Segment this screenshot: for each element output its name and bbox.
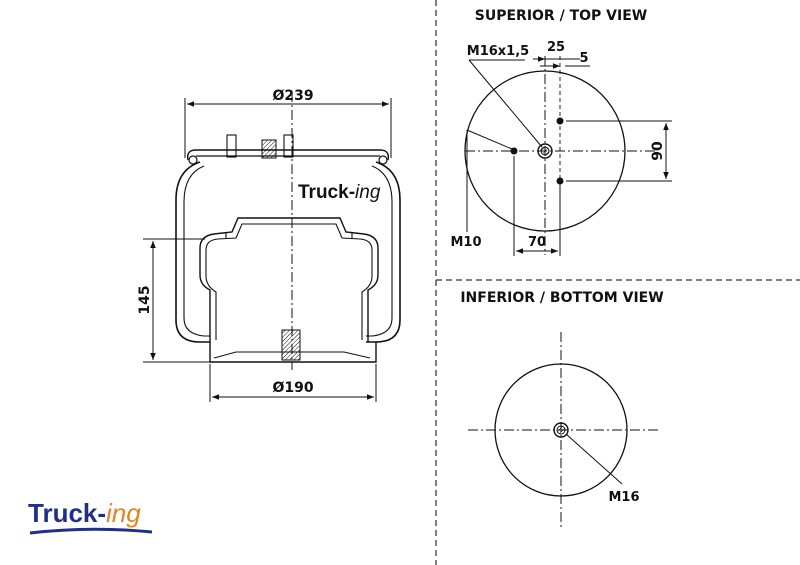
part-brand-suffix: ing	[355, 182, 381, 203]
dim-190-label: Ø190	[272, 380, 313, 396]
dim-5-label: 5	[579, 51, 588, 66]
truck-ing-logo: Truck-ing	[28, 498, 153, 535]
bottom-view: INFERIOR / BOTTOM VIEW M16	[460, 290, 664, 528]
dim-239-label: Ø239	[272, 88, 313, 104]
side-view: Ø239 145 Ø190 Truck-ing	[137, 88, 401, 402]
top-thread-label: M16x1,5	[467, 44, 529, 59]
logo-suffix: ing	[106, 498, 141, 528]
logo-swoosh	[29, 527, 153, 535]
logo-text: Truck-ing	[28, 498, 141, 528]
logo-main: Truck-	[28, 498, 106, 528]
bottom-thread-hatch	[281, 329, 301, 361]
dim-25-label: 25	[547, 40, 565, 55]
top-thread-hole	[537, 143, 553, 159]
m10-hole-top	[556, 117, 564, 125]
dim-145-label: 145	[137, 285, 153, 314]
top-thread-hatch	[261, 139, 277, 159]
bottom-view-heading: INFERIOR / BOTTOM VIEW	[460, 290, 663, 306]
dim-70-label: 70	[528, 235, 546, 250]
m10-hole-left	[510, 147, 518, 155]
part-brand-main: Truck-	[298, 182, 355, 203]
top-view: SUPERIOR / TOP VIEW M16x1,5 25 5 90 M10	[450, 8, 672, 256]
m10-label: M10	[450, 235, 481, 250]
m16-label: M16	[608, 490, 639, 505]
top-view-heading: SUPERIOR / TOP VIEW	[475, 8, 647, 24]
m10-hole-bottom	[556, 177, 564, 185]
dim-90-label: 90	[650, 141, 666, 161]
part-brand-text: Truck-ing	[298, 182, 381, 203]
bottom-thread-hole	[553, 422, 569, 438]
